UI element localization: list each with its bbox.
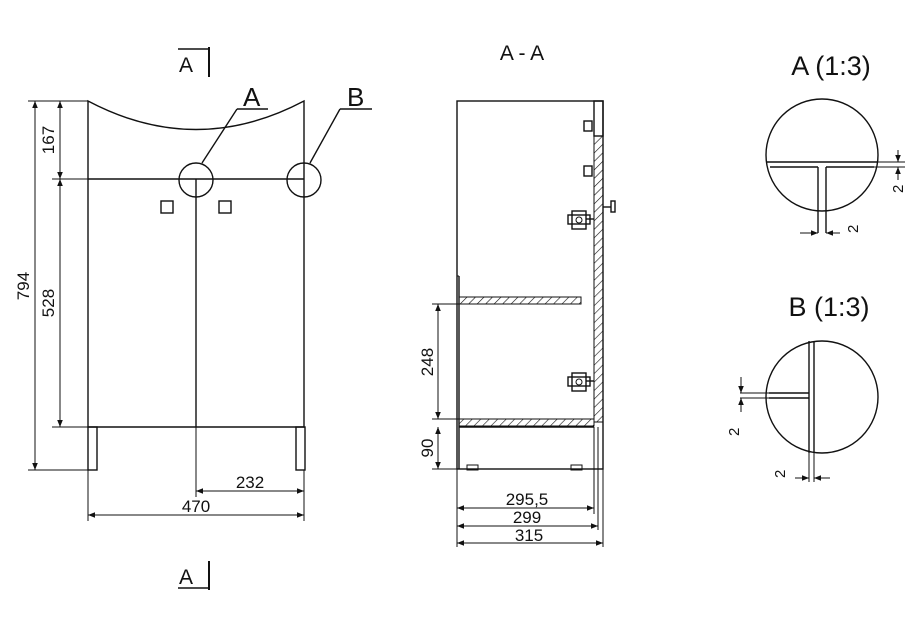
front-cabinet-outline <box>87 99 305 428</box>
callout-a-circle <box>178 162 214 198</box>
bottom-shelf <box>458 418 595 427</box>
detail-a-gap-horizontal: 2 <box>845 225 862 233</box>
hinge-bottom <box>567 372 594 392</box>
dim-depth-1: 295,5 <box>506 490 549 509</box>
section-view <box>456 100 616 471</box>
back-panel-hatched <box>593 135 604 423</box>
detail-a-circle <box>765 98 879 212</box>
callout-a-label: A <box>243 82 261 112</box>
side-handle <box>603 200 616 213</box>
left-handle <box>160 200 174 214</box>
upper-shelf <box>458 296 582 305</box>
detail-a: 2 2 <box>765 98 907 236</box>
dim-plinth: 90 <box>418 439 437 458</box>
section-marker-bottom: A <box>178 561 210 590</box>
dim-width: 470 <box>182 497 210 516</box>
bracket-mid <box>583 165 593 177</box>
detail-b: 2 2 <box>726 340 879 482</box>
section-marker-bottom-label: A <box>179 566 193 589</box>
callout-b-circle <box>286 162 322 198</box>
right-handle <box>218 200 232 214</box>
detail-a-gap-vertical: 2 <box>890 185 907 193</box>
callout-b-label: B <box>347 82 364 112</box>
side-body <box>456 100 604 470</box>
detail-b-gap-horizontal: 2 <box>772 470 789 478</box>
right-leg <box>295 426 306 471</box>
detail-a-title: A (1:3) <box>791 51 871 81</box>
detail-b-title: B (1:3) <box>788 292 869 322</box>
front-dimensions: 794 167 528 232 470 <box>14 100 305 521</box>
section-marker-top-label: A <box>179 54 193 77</box>
dim-depth-2: 299 <box>513 508 541 527</box>
bracket-top <box>583 120 593 132</box>
dim-top-height: 167 <box>39 126 58 154</box>
dim-total-height: 794 <box>14 272 33 300</box>
section-marker-top: A <box>178 47 210 77</box>
front-view: A B <box>87 82 372 471</box>
hinge-top <box>567 210 594 230</box>
dim-depth-3: 315 <box>515 526 543 545</box>
dim-shelf-gap: 248 <box>418 348 437 376</box>
section-title: A - A <box>500 42 544 65</box>
detail-b-circle <box>765 340 879 454</box>
dim-door-height: 528 <box>39 289 58 317</box>
section-dimensions: 248 90 295,5 299 315 <box>418 303 604 547</box>
detail-b-gap-vertical: 2 <box>726 428 743 436</box>
dim-half-width: 232 <box>236 473 264 492</box>
left-leg <box>87 426 98 471</box>
